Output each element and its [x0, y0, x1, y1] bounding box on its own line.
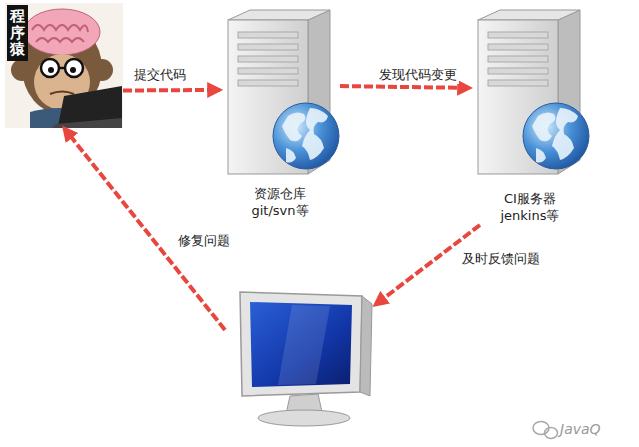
watermark-icon [533, 422, 558, 439]
programmer-illustration [5, 3, 123, 128]
flow-arrow [64, 128, 225, 330]
repository-server-icon [228, 10, 339, 174]
figure-label: 程序猿 [7, 5, 28, 61]
ci-server-icon [478, 10, 589, 174]
repository-server: 资源仓库 git/svn等 [220, 5, 340, 220]
flow-arrow [123, 88, 220, 93]
edge-label: 发现代码变更 [377, 66, 459, 84]
edge-label: 提交代码 [132, 66, 188, 84]
monitor [225, 285, 375, 430]
edge-label: 及时反馈问题 [460, 250, 542, 268]
ci-server: CI服务器 jenkins等 [470, 5, 590, 225]
monitor-illustration [240, 292, 372, 426]
flow-arrow [340, 86, 470, 88]
edge-label: 修复问题 [176, 232, 232, 250]
watermark: JavaQ [560, 421, 601, 437]
server-label: CI服务器 jenkins等 [490, 190, 570, 225]
server-label: 资源仓库 git/svn等 [240, 185, 320, 220]
programmer-figure: 程序猿 [5, 3, 123, 128]
